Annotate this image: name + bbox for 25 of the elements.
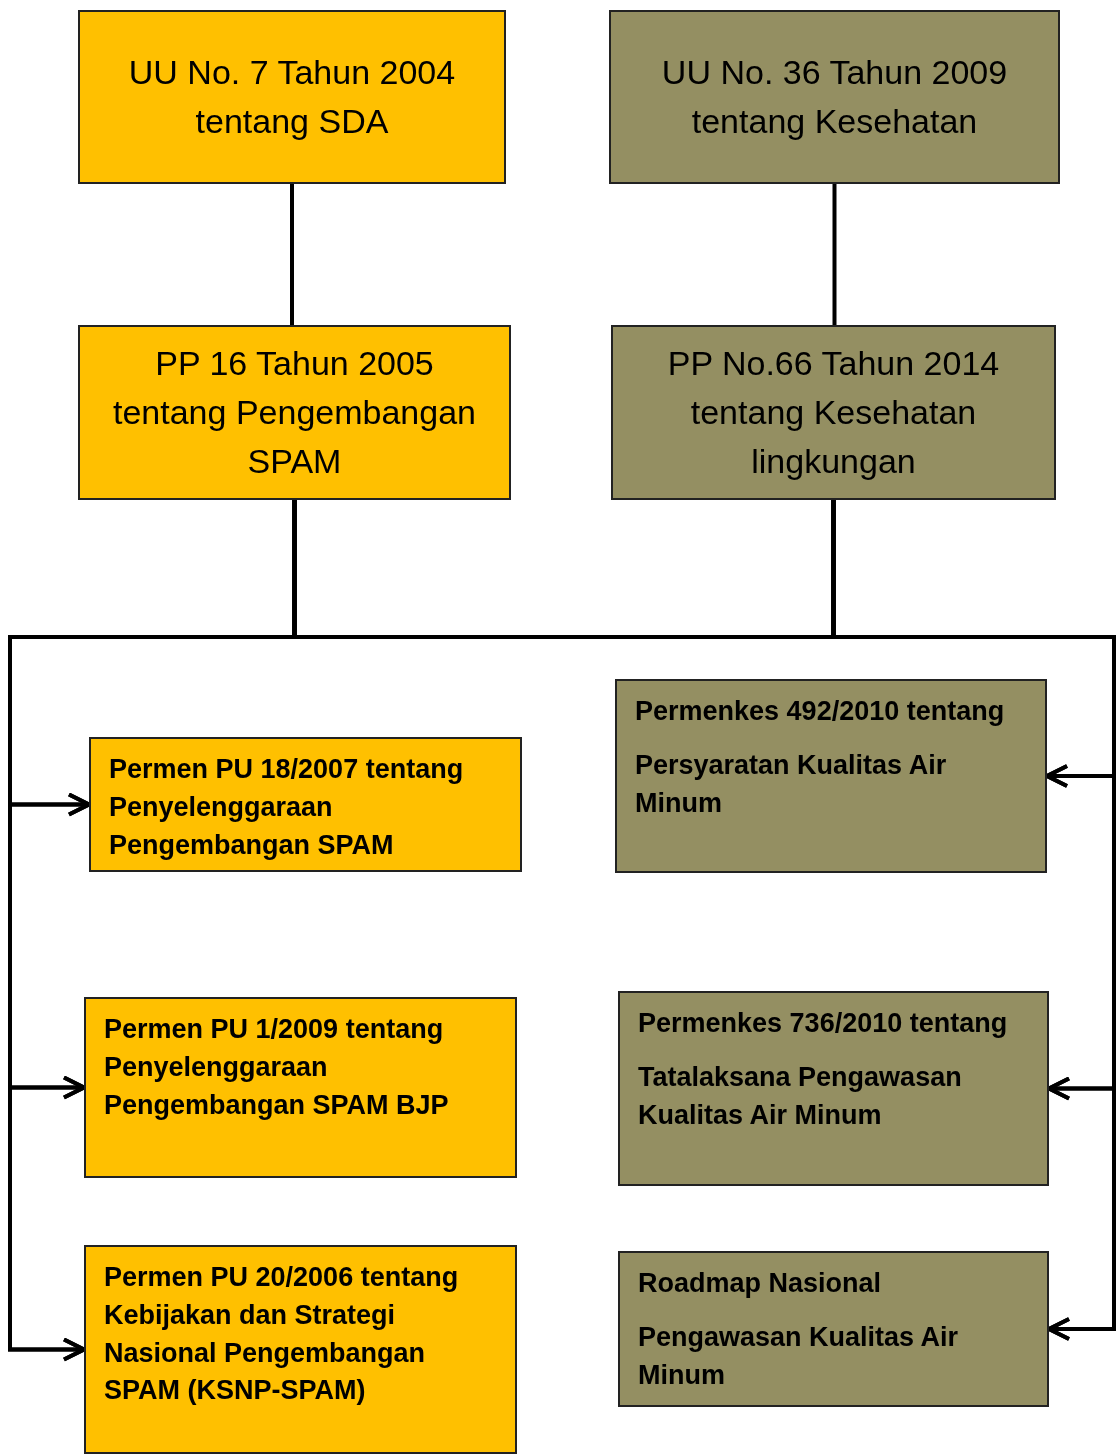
regulation-title: Permen PU 20/2006 tentang Kebijakan dan Strategi Nasional Pengembangan SPAM (KSNP-SPAM) (104, 1261, 460, 1408)
regulation-box (78, 10, 506, 184)
regulation-title: UU No. 7 Tahun 2004 tentang SDA (127, 51, 457, 142)
regulation-subject: Pengawasan Kualitas Air Minum (638, 1320, 960, 1392)
regulation-box (609, 10, 1060, 184)
regulation-title: UU No. 36 Tahun 2009 tentang Kesehatan (660, 51, 1009, 142)
regulation-box (611, 325, 1056, 500)
connector-line (290, 184, 294, 325)
regulation-title: Permenkes 736/2010 tentang (638, 1007, 1009, 1040)
regulation-subject: Tatalaksana Pengawasan Kualitas Air Minum (638, 1060, 963, 1132)
regulation-title: Permen PU 1/2009 tentang Penyelenggaraan Pengembangan SPAM BJP (104, 1013, 450, 1122)
regulation-box (84, 1245, 517, 1454)
regulation-title: Permen PU 18/2007 tentang Penyelenggaraan Pengembangan SPAM (109, 753, 465, 862)
connector-line (832, 184, 837, 325)
regulation-box (84, 997, 517, 1178)
regulation-box (89, 737, 522, 872)
regulation-box (78, 325, 511, 500)
regulation-title: Roadmap Nasional (638, 1267, 883, 1300)
regulation-title: Permenkes 492/2010 tentang (635, 695, 1006, 728)
regulation-title: PP No.66 Tahun 2014 tentang Kesehatan lingkungan (666, 342, 1001, 483)
regulation-box (615, 679, 1047, 873)
regulation-box (618, 1251, 1049, 1407)
regulation-subject: Persyaratan Kualitas Air Minum (635, 748, 948, 820)
regulation-title: PP 16 Tahun 2005 tentang Pengembangan SPAM (112, 342, 477, 483)
regulation-box (618, 991, 1049, 1186)
